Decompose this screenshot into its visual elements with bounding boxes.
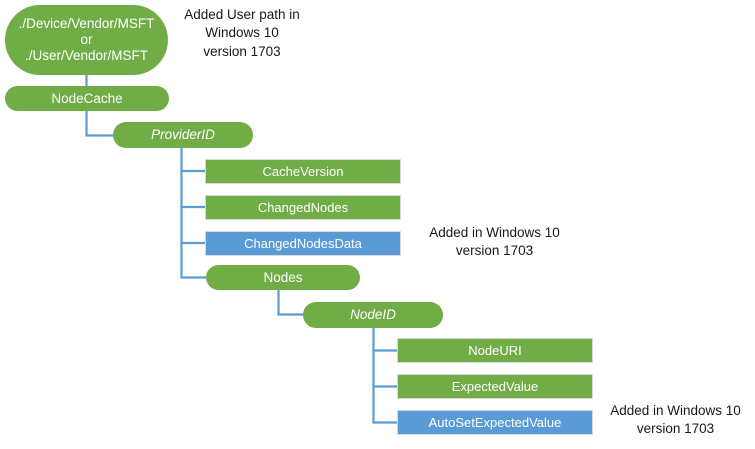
node-changednodes[interactable]: ChangedNodes [205, 195, 401, 220]
node-nodes[interactable]: Nodes [206, 265, 360, 290]
annotation-autoset-note: Added in Windows 10 version 1703 [610, 403, 741, 437]
node-root[interactable]: ./Device/Vendor/MSFT or ./User/Vendor/MS… [5, 5, 168, 75]
annotation-changednodesdata-note: Added in Windows 10 version 1703 [429, 225, 560, 259]
wire-nodeid-trunk [372, 325, 400, 424]
node-autosetexpectedvalue[interactable]: AutoSetExpectedValue [397, 410, 593, 435]
node-nodeid[interactable]: NodeID [303, 302, 443, 328]
node-changednodesdata[interactable]: ChangedNodesData [205, 231, 401, 256]
node-nodecache[interactable]: NodeCache [5, 86, 169, 111]
node-cacheversion[interactable]: CacheVersion [205, 159, 401, 184]
node-expectedvalue[interactable]: ExpectedValue [397, 374, 593, 399]
wire-nodes-to-nodeid [277, 288, 306, 316]
wire-nodecache-to-providerid [85, 108, 116, 137]
node-providerid[interactable]: ProviderID [113, 122, 253, 148]
node-nodeuri[interactable]: NodeURI [397, 338, 593, 363]
wire-providerid-trunk [180, 146, 208, 279]
annotation-root-note: Added User path in Windows 10 version 17… [184, 7, 300, 59]
